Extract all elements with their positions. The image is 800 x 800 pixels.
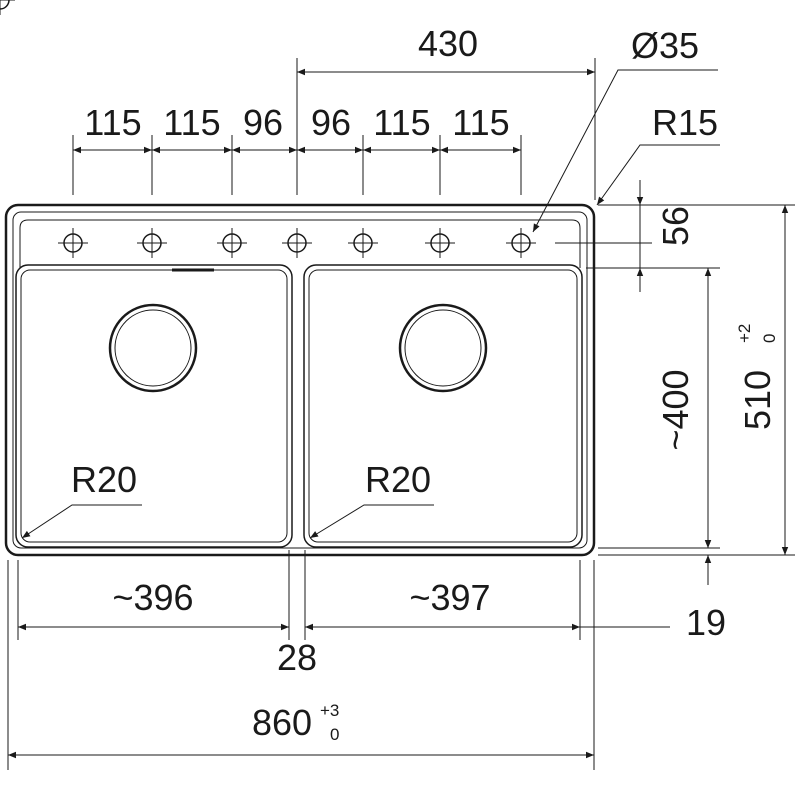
right-drain-icon (398, 303, 488, 393)
total-width-tol-plus: +3 (320, 701, 339, 720)
tap-hole-icon (136, 227, 168, 259)
right-bowl (303, 264, 583, 548)
top-spacing-dimensions: 115 115 96 96 115 115 430 (72, 23, 596, 200)
left-bowl (15, 264, 293, 548)
tap-hole-icon (281, 227, 313, 259)
tap-hole-icon (424, 227, 456, 259)
total-depth-tol-minus: 0 (760, 334, 779, 343)
total-depth-tol-plus: +2 (735, 324, 754, 343)
right-bowl-radius-label: R20 (365, 459, 431, 500)
tap-hole-icon (347, 227, 379, 259)
ledge-depth-label: 56 (655, 206, 696, 246)
divider-width-label: 28 (277, 637, 317, 678)
right-dimensions: 56 ~400 510 +2 0 19 (555, 180, 795, 643)
total-depth-label: 510 (737, 370, 778, 430)
hole-diameter-label: Ø35 (631, 25, 699, 66)
rear-offset-label: 19 (686, 602, 726, 643)
spacing-label: 96 (243, 102, 283, 143)
sink-outline (4, 203, 596, 557)
total-width-tol-minus: 0 (330, 725, 339, 744)
tap-hole-icon (505, 227, 537, 259)
spacing-label: 115 (84, 102, 141, 143)
left-drain-icon (108, 303, 198, 393)
spacing-label: 115 (373, 102, 430, 143)
tap-hole-icon (57, 227, 89, 259)
left-bowl-width-label: ~396 (112, 577, 193, 618)
left-bowl-radius-label: R20 (71, 459, 137, 500)
bowl-depth-label: ~400 (655, 369, 696, 450)
tap-hole-icon (216, 227, 248, 259)
spacing-label: 96 (311, 102, 351, 143)
total-width-label: 860 (252, 702, 312, 743)
outer-radius-label: R15 (652, 102, 718, 143)
tap-span-label: 430 (418, 23, 478, 64)
spacing-label: 115 (452, 102, 509, 143)
right-bowl-width-label: ~397 (409, 577, 490, 618)
bottom-dimensions: ~396 ~397 28 860 +3 0 (7, 550, 670, 770)
spacing-label: 115 (163, 102, 220, 143)
